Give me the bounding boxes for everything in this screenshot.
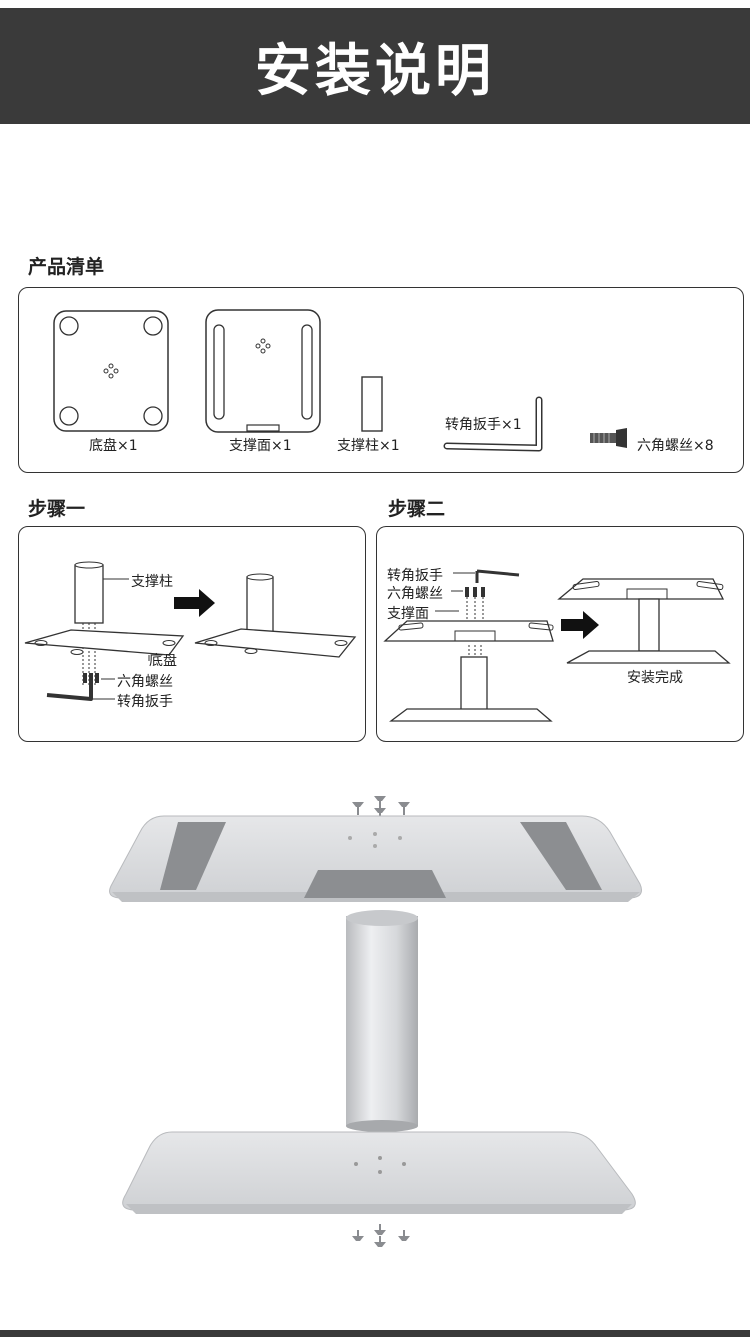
step1-title: 步骤一 xyxy=(28,498,86,520)
bottom-bar xyxy=(0,1330,750,1337)
step2-wrench-label: 转角扳手 xyxy=(387,568,443,584)
step1-wrench-label: 转角扳手 xyxy=(117,694,173,710)
step2-title: 步骤二 xyxy=(388,498,446,520)
step1-illustration xyxy=(24,561,357,701)
item-screw-label: 六角螺丝×8 xyxy=(637,438,714,454)
step2-surface-label: 支撑面 xyxy=(387,606,429,622)
product-exploded-render xyxy=(109,796,642,1247)
page-title: 安装说明 xyxy=(255,38,495,104)
product-list-box: 底盘×1 支撑面×1 支撑柱×1 转角扳手×1 六角螺丝×8 xyxy=(18,287,744,473)
column-illustration xyxy=(361,376,383,432)
step2-box: 转角扳手 六角螺丝 支撑面 安装完成 xyxy=(376,526,744,742)
step2-done-label: 安装完成 xyxy=(627,670,683,686)
item-base-label: 底盘×1 xyxy=(89,438,138,454)
item-wrench-label: 转角扳手×1 xyxy=(445,417,522,433)
step1-box: 支撑柱 底盘 六角螺丝 转角扳手 xyxy=(18,526,366,742)
step1-column-label: 支撑柱 xyxy=(131,574,173,590)
screw-icon xyxy=(590,428,627,448)
step1-screws-label: 六角螺丝 xyxy=(117,674,173,690)
step2-illustration xyxy=(383,569,731,722)
item-surface-label: 支撑面×1 xyxy=(229,438,292,454)
product-list-title: 产品清单 xyxy=(28,256,105,278)
step2-screws-label: 六角螺丝 xyxy=(387,586,443,602)
wrench-icon xyxy=(443,396,543,452)
step1-base-label: 底盘 xyxy=(149,653,177,669)
item-column-label: 支撑柱×1 xyxy=(337,438,400,454)
header-banner: 安装说明 xyxy=(0,8,750,124)
base-plate-illustration xyxy=(53,310,169,432)
support-surface-illustration xyxy=(205,309,321,433)
